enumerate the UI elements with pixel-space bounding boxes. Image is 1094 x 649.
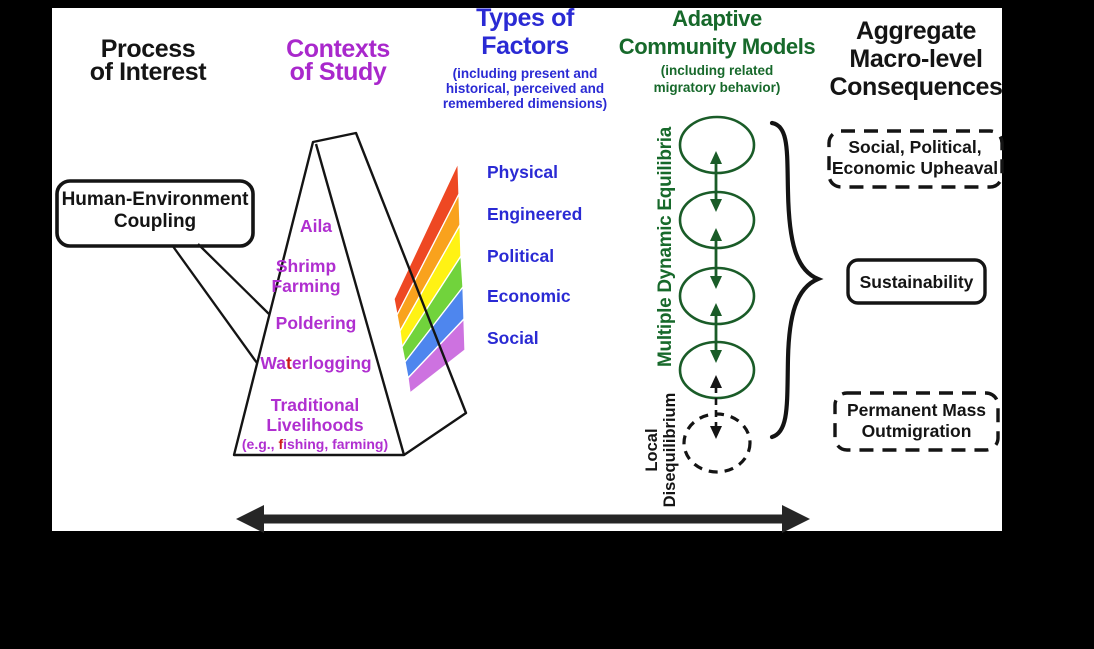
context-poldering: Poldering <box>275 313 357 333</box>
adaptive-subtitle-line2: migratory behavior) <box>653 80 781 95</box>
curly-brace <box>769 120 824 440</box>
context-aila: Aila <box>299 216 333 236</box>
shrimp-line2: Farming <box>271 276 341 296</box>
header-adaptive-line1: Adaptive <box>672 6 762 31</box>
factor-economic: Economic <box>487 286 571 306</box>
waterlogging-red-letter: t <box>286 353 292 373</box>
context-eg-fishing-farming: (e.g., fishing, farming) <box>225 436 405 452</box>
contexts-trapezoid-outline <box>232 131 468 457</box>
header-factors-line2: Factors <box>481 32 569 60</box>
header-contexts-line1: Contexts <box>286 35 390 63</box>
bottom-double-arrow <box>236 505 810 533</box>
factor-engineered: Engineered <box>487 204 583 224</box>
header-process: Process of Interest <box>48 35 248 86</box>
eg-part1: (e.g., <box>241 436 279 452</box>
sustainability-box-label: Sustainability <box>859 272 974 292</box>
header-adaptive-subtitle: (including related migratory behavior) <box>617 62 817 96</box>
waterlogging-part2: erlogging <box>291 353 372 373</box>
adaptive-subtitle-line1: (including related <box>660 63 774 78</box>
coupling-box-label: Human-Environment Coupling <box>57 189 253 233</box>
header-aggregate-line2: Macro-level <box>849 45 983 73</box>
sustainability-box <box>846 258 987 305</box>
coupling-box <box>55 179 255 248</box>
header-aggregate: Aggregate Macro-level Consequences <box>816 17 1016 101</box>
outmigration-box <box>833 391 1000 452</box>
upheaval-box-label: Social, Political, Economic Upheaval <box>828 137 1002 179</box>
outmigration-box-label: Permanent Mass Outmigration <box>835 400 998 442</box>
traditional-line2: Livelihoods <box>266 415 364 435</box>
traditional-line1: Traditional <box>270 395 360 415</box>
header-process-line2: of Interest <box>89 58 207 86</box>
upheaval-line1: Social, Political, <box>848 137 982 157</box>
context-shrimp-farming: Shrimp Farming <box>216 256 396 296</box>
header-aggregate-line3: Consequences <box>829 73 1003 101</box>
header-contexts: Contexts of Study <box>238 35 438 86</box>
factor-social: Social <box>487 328 539 348</box>
header-aggregate-line1: Aggregate <box>855 17 977 45</box>
coupling-line2: Coupling <box>113 211 197 232</box>
context-waterlogging: Waterlogging <box>226 353 406 373</box>
rainbow-stripe-violet <box>407 317 466 395</box>
factor-political: Political <box>487 246 555 266</box>
multiple-dynamic-equilibria-label: Multiple Dynamic Equilibria <box>655 127 676 367</box>
factors-subtitle-line3: remembered dimensions) <box>442 96 608 111</box>
header-contexts-line2: of Study <box>289 58 387 86</box>
upheaval-line2: Economic Upheaval <box>831 158 999 178</box>
waterlogging-part1: Wa <box>260 353 287 373</box>
context-traditional-livelihoods: Traditional Livelihoods <box>225 395 405 435</box>
disequilibrium-arrow <box>710 375 722 439</box>
funnel-line-lower <box>171 244 258 364</box>
header-process-line1: Process <box>100 35 196 63</box>
factor-physical: Physical <box>487 162 559 182</box>
coupling-line1: Human-Environment <box>61 189 249 210</box>
header-factors-subtitle: (including present and historical, perce… <box>425 66 625 111</box>
factors-subtitle-line1: (including present and <box>452 66 598 81</box>
shrimp-line1: Shrimp <box>275 256 337 276</box>
eg-part2: ishing, farming) <box>283 436 389 452</box>
upheaval-box <box>827 129 1004 189</box>
white-panel <box>52 8 1002 531</box>
contexts-trapezoid-inner-edge <box>314 143 406 456</box>
funnel-line-upper <box>197 243 270 315</box>
local-disequilibrium-label: Local Disequilibrium <box>643 385 679 515</box>
factors-subtitle-line2: historical, perceived and <box>445 81 605 96</box>
equilibria-arrows <box>710 151 722 363</box>
header-factors-line1: Types of <box>476 4 574 32</box>
header-adaptive: Adaptive Community Models <box>617 5 817 61</box>
disequilibrium-line2: Disequilibrium <box>661 392 679 508</box>
outmigration-line1: Permanent Mass <box>846 400 987 420</box>
header-adaptive-line2: Community Models <box>618 34 816 59</box>
eg-red-letter: f <box>278 436 284 452</box>
outmigration-line2: Outmigration <box>861 421 972 441</box>
header-factors: Types of Factors <box>425 4 625 60</box>
disequilibrium-line1: Local <box>643 428 661 472</box>
